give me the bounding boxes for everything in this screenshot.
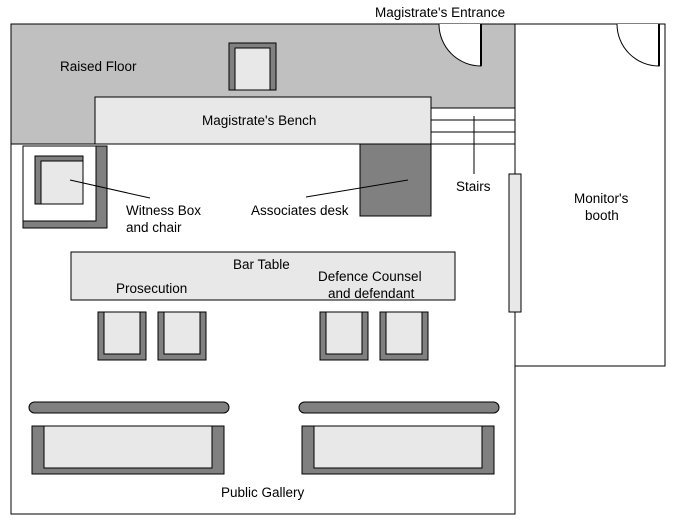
public-gallery-label: Public Gallery — [221, 485, 305, 500]
raised-floor-label: Raised Floor — [60, 59, 137, 74]
bar-table — [70, 251, 456, 301]
defence-label-1: Defence Counsel — [318, 269, 422, 284]
gallery-bench-left-seat — [43, 425, 213, 469]
stairs-label: Stairs — [456, 179, 491, 194]
stairs-area — [430, 107, 516, 145]
defence-chairs — [319, 311, 429, 361]
counsel-chair-seat — [325, 311, 363, 355]
witness-chair-seat — [40, 160, 84, 205]
monitors-booth-label-1: Monitor's — [574, 191, 629, 206]
bar-table-label: Bar Table — [233, 257, 290, 272]
prosecution-label: Prosecution — [116, 281, 187, 296]
booth-door-swing — [616, 23, 660, 67]
magistrates-bench-label: Magistrate's Bench — [202, 113, 316, 128]
monitors-booth — [514, 23, 666, 367]
magistrate-chair-seat — [234, 47, 271, 91]
monitors-booth-label-2: booth — [585, 208, 619, 223]
gallery-backrest-left — [28, 401, 230, 414]
associates-leader-line — [305, 179, 409, 198]
counsel-chair-seat — [163, 311, 201, 355]
prosecution-chairs — [97, 311, 207, 361]
witness-box-label-1: Witness Box — [126, 203, 201, 218]
gallery-backrest-right — [298, 401, 500, 414]
witness-leader-line — [69, 179, 151, 199]
magistrates-bench — [94, 96, 432, 145]
gallery-bench-right-seat — [313, 425, 483, 469]
entrance-door-swing — [438, 23, 482, 67]
counsel-chair-seat — [385, 311, 423, 355]
counsel-chair-seat — [103, 311, 141, 355]
defence-label-2: and defendant — [328, 286, 415, 301]
associates-desk-label: Associates desk — [251, 203, 349, 218]
monitor-window — [508, 173, 522, 313]
associates-desk — [359, 143, 432, 217]
witness-box-label-2: and chair — [126, 220, 182, 235]
magistrates-entrance-label: Magistrate's Entrance — [375, 5, 505, 20]
